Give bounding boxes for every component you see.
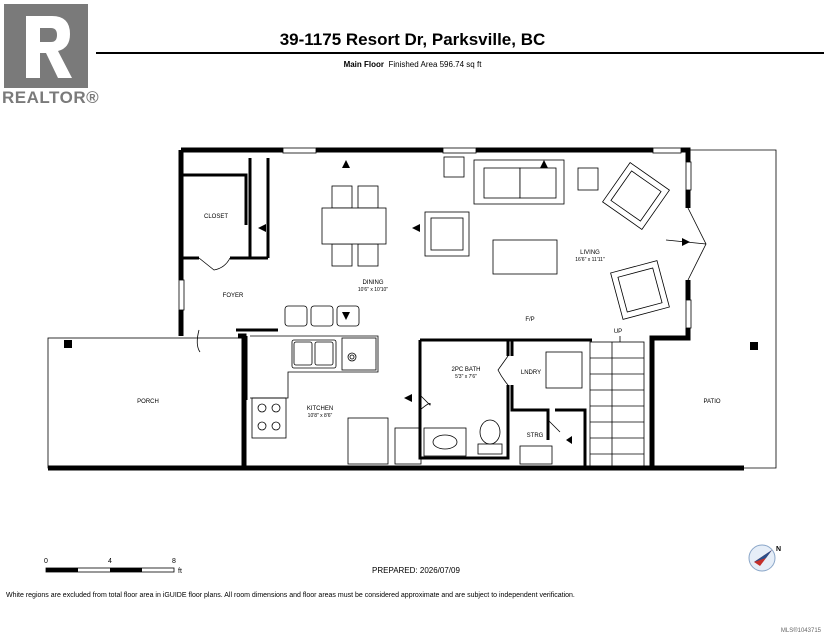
realtor-logo: REALTOR® xyxy=(0,0,100,112)
realtor-logo-text: REALTOR® xyxy=(2,88,100,107)
scale-bar xyxy=(45,567,175,573)
room-dining-label: DINING xyxy=(363,280,384,286)
title-rule xyxy=(96,52,824,54)
room-living-dims: 16'6" x 11'11" xyxy=(575,257,605,263)
room-living-label: LIVING xyxy=(580,250,600,256)
room-dining-dims: 10'6" x 10'10" xyxy=(358,287,388,293)
room-foyer-label: FOYER xyxy=(223,293,244,299)
room-patio-label: PATIO xyxy=(703,399,720,405)
room-storage-label: STRG xyxy=(527,433,544,439)
patio-area xyxy=(688,149,777,469)
bar-stools xyxy=(284,305,360,327)
stairs xyxy=(589,336,645,467)
compass-icon xyxy=(748,544,776,572)
prepared-date: PREPARED: 2026/07/09 xyxy=(372,566,460,575)
floor-label: Main Floor xyxy=(343,60,385,69)
scale-tick-4: 4 xyxy=(108,558,112,565)
living-furniture xyxy=(424,156,670,320)
bath-fixtures xyxy=(423,351,583,465)
room-kitchen-label: KITCHEN xyxy=(307,406,333,412)
floor-subtitle: Main Floor Finished Area 596.74 sq ft xyxy=(0,60,825,69)
kitchen-counters xyxy=(250,335,422,465)
room-bath-label: 2PC BATH xyxy=(452,367,481,373)
room-porch-label: PORCH xyxy=(137,399,159,405)
exterior-walls xyxy=(48,147,744,471)
doors xyxy=(196,207,707,433)
stairs-up-label: UP xyxy=(614,329,622,335)
room-laundry-label: LNDRY xyxy=(521,370,541,376)
scale-tick-8: 8 xyxy=(172,558,176,565)
realtor-logo-mark xyxy=(4,4,88,88)
room-kitchen-dims: 10'8" x 8'6" xyxy=(308,413,333,419)
windows xyxy=(178,147,692,329)
scale-unit: ft xyxy=(178,568,182,575)
fireplace-label: F/P xyxy=(525,317,534,323)
room-bath-dims: 5'3" x 7'6" xyxy=(455,374,477,380)
compass-north-label: N xyxy=(776,546,782,553)
finished-area: Finished Area 596.74 sq ft xyxy=(388,60,482,69)
disclaimer-text: White regions are excluded from total fl… xyxy=(6,592,575,599)
mls-number: MLS®1043715 xyxy=(780,628,821,634)
arrows xyxy=(258,160,690,444)
page-title: 39-1175 Resort Dr, Parksville, BC xyxy=(279,30,546,49)
scale-tick-0: 0 xyxy=(44,558,48,565)
room-closet-label: CLOSET xyxy=(204,214,228,220)
posts xyxy=(64,340,758,350)
dining-set xyxy=(321,185,387,267)
